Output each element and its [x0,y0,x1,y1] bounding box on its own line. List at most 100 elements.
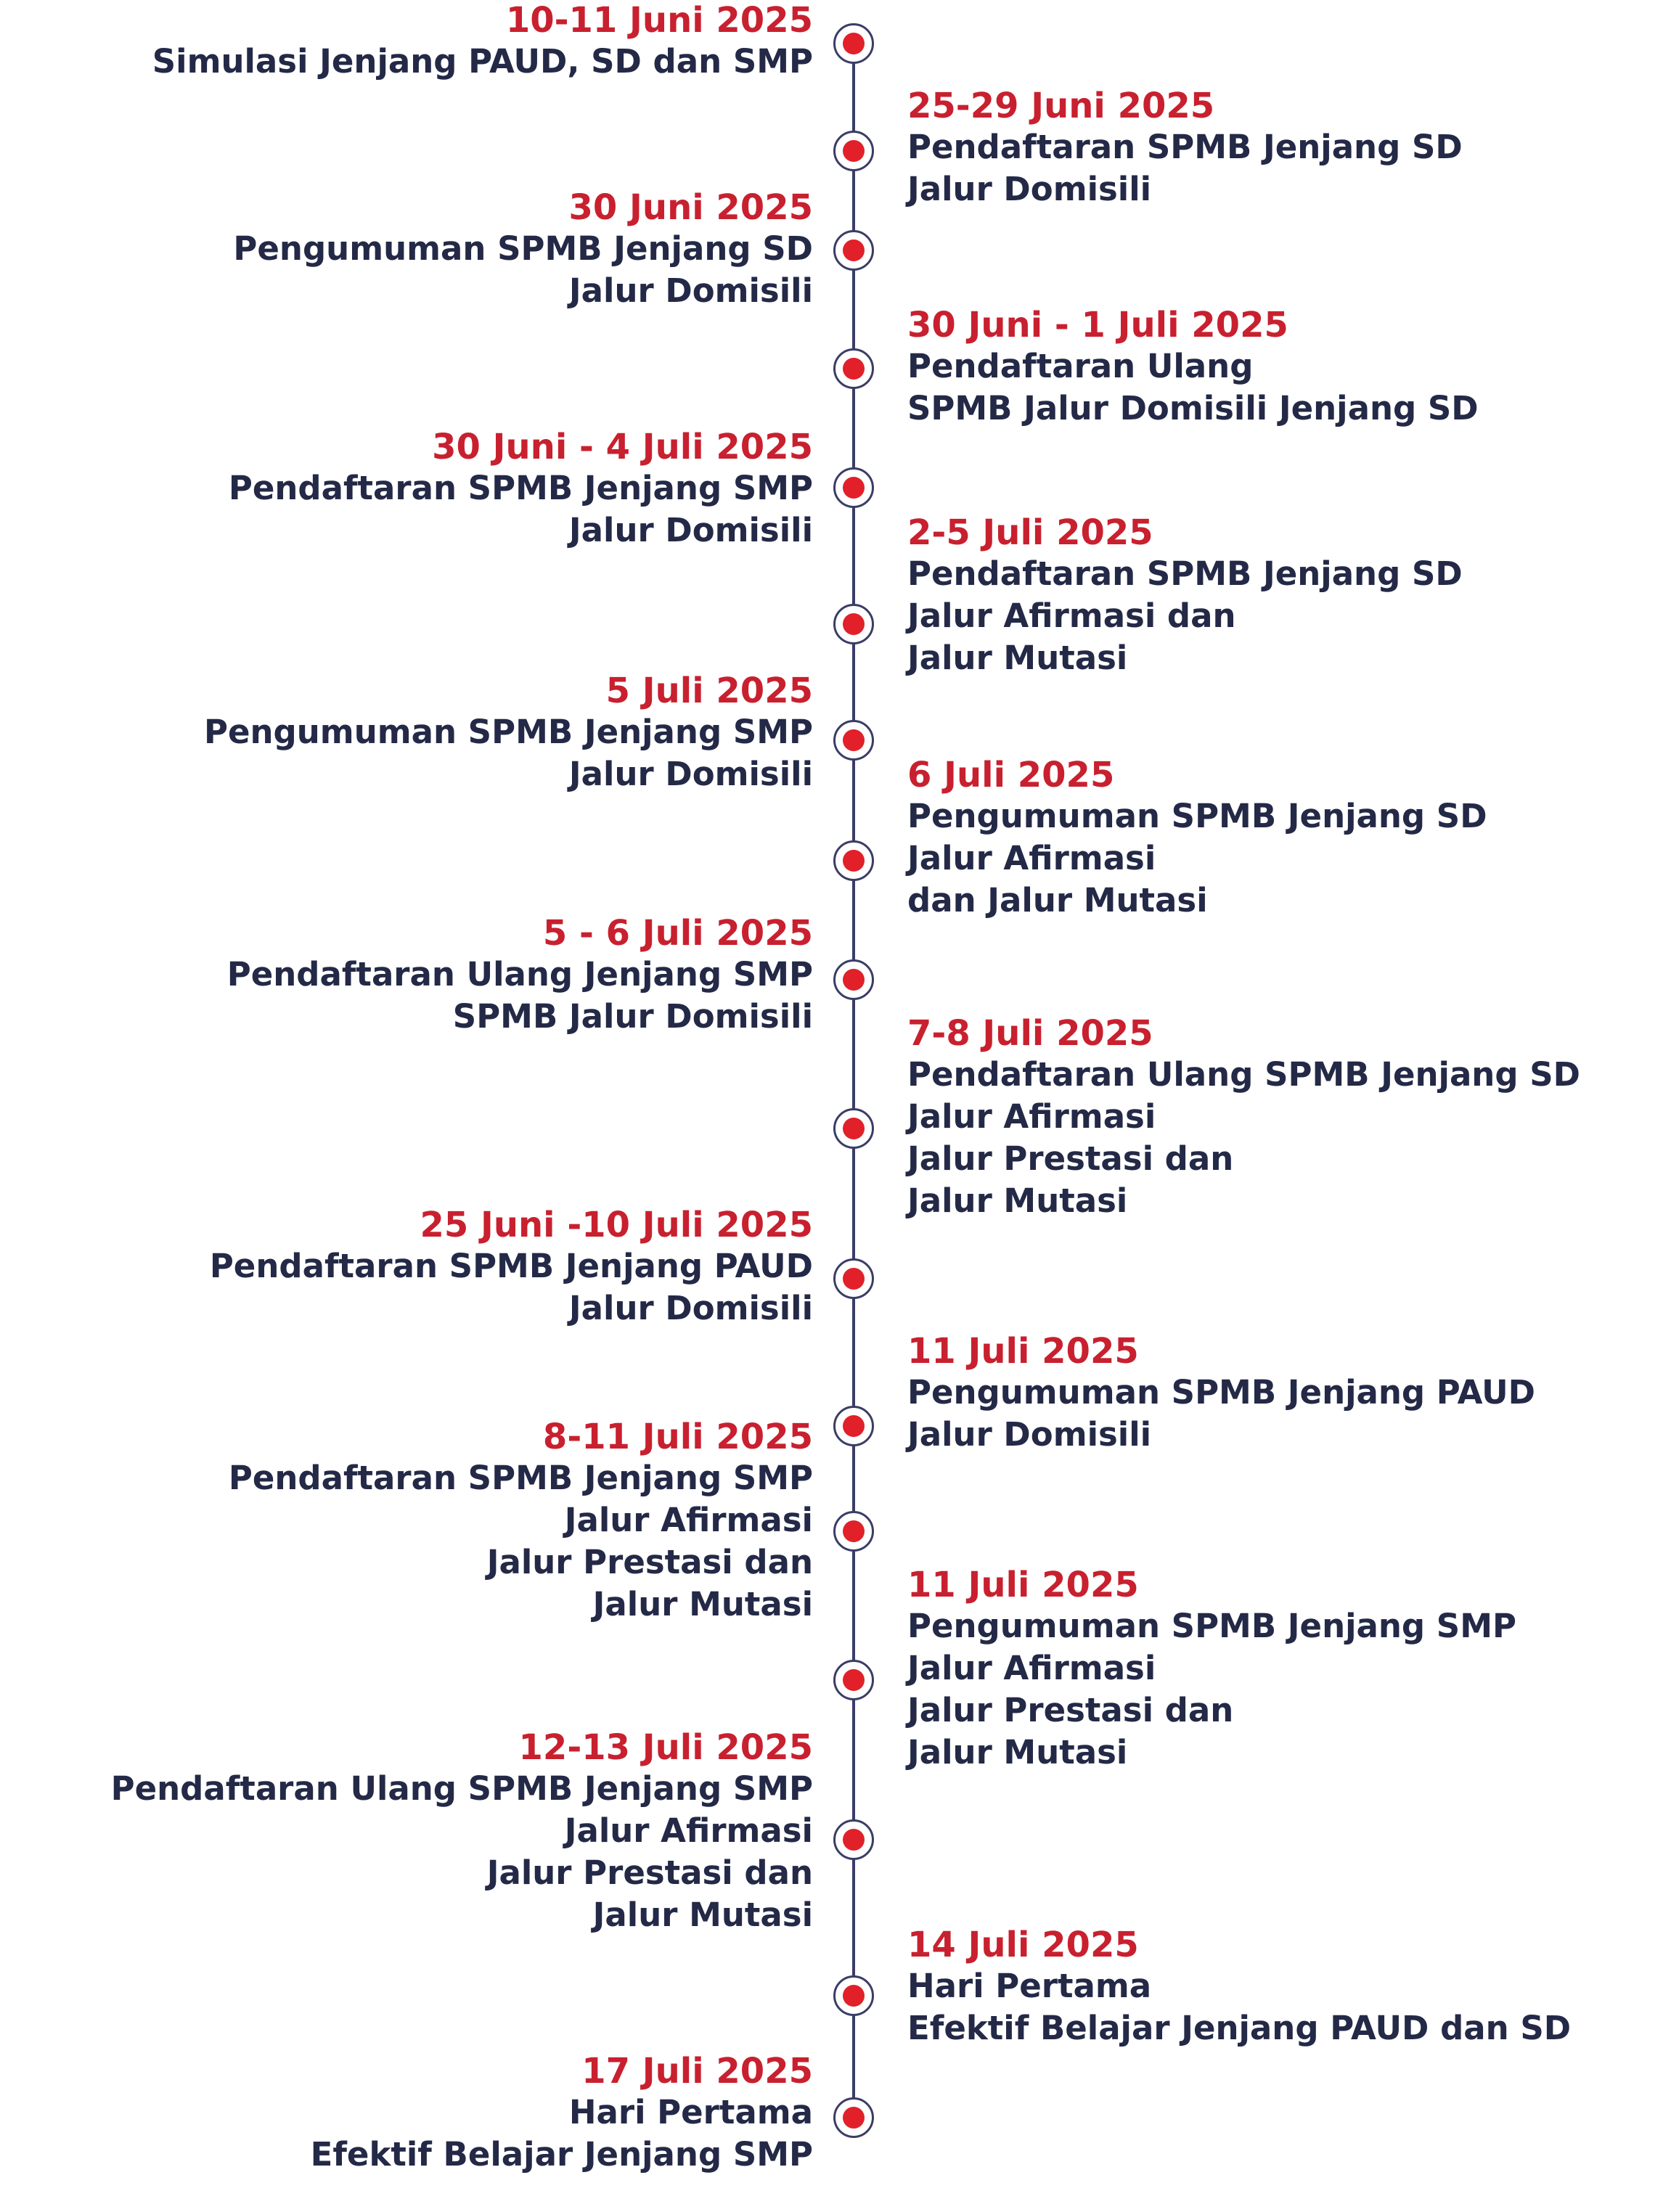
timeline-node [833,1975,874,2016]
event-description-line: Simulasi Jenjang PAUD, SD dan SMP [152,42,813,81]
event-description-line: SPMB Jalur Domisili Jenjang SD [907,389,1479,427]
event-description-line: Jalur Mutasi [907,639,1128,677]
event-description-line: Pendaftaran SPMB Jenjang PAUD [209,1247,813,1285]
timeline-node [833,1258,874,1299]
event-description-line: Pengumuman SPMB Jenjang SD [233,229,813,268]
event-date: 25-29 Juni 2025 [907,86,1215,126]
event-description-line: Jalur Domisili [568,1289,813,1327]
event-description-line: Pendaftaran Ulang SPMB Jenjang SMP [110,1769,813,1808]
event-date: 5 Juli 2025 [605,671,813,711]
event-description-line: Jalur Mutasi [592,1896,813,1934]
event-description-line: Pengumuman SPMB Jenjang SD [907,797,1487,835]
timeline-node [833,23,874,64]
event-date: 30 Juni - 4 Juli 2025 [432,427,813,467]
timeline-node [833,1511,874,1552]
event-description-line: Jalur Afirmasi [564,1501,813,1539]
timeline-node [833,348,874,389]
event-description-line: Pengumuman SPMB Jenjang SMP [204,713,813,751]
timeline-node-dot [843,729,865,751]
event-description-line: Jalur Afirmasi [564,1811,813,1850]
timeline-node-dot [843,140,865,162]
event-description-line: Jalur Afirmasi [907,1649,1156,1687]
event-description-line: Jalur Prestasi dan [907,1139,1234,1178]
event-date: 10-11 Juni 2025 [505,0,813,41]
event-description-line: Pendaftaran SPMB Jenjang SD [907,554,1463,593]
timeline-node-dot [843,1669,865,1691]
timeline-node-dot [843,1118,865,1139]
event-description-line: Pendaftaran SPMB Jenjang SD [907,128,1463,166]
timeline-node-dot [843,969,865,991]
timeline-node-dot [843,1829,865,1851]
event-description-line: Efektif Belajar Jenjang SMP [310,2135,813,2174]
event-description-line: Jalur Mutasi [907,1733,1128,1771]
event-description-line: dan Jalur Mutasi [907,881,1208,919]
timeline-node [833,720,874,761]
timeline-node-dot [843,613,865,635]
timeline-node [833,1406,874,1446]
event-date: 30 Juni 2025 [568,187,813,228]
timeline-node [833,840,874,881]
event-description-line: Jalur Domisili [568,755,813,793]
event-description-line: Jalur Domisili [568,511,813,549]
event-description-line: Jalur Domisili [907,170,1152,208]
event-description-line: Jalur Afirmasi [907,839,1156,877]
event-description-line: Pengumuman SPMB Jenjang SMP [907,1607,1516,1645]
event-description-line: SPMB Jalur Domisili [452,997,813,1036]
event-description-line: Jalur Prestasi dan [486,1543,813,1581]
timeline-node-dot [843,850,865,872]
event-date: 5 - 6 Juli 2025 [542,913,813,954]
timeline-node [833,604,874,644]
timeline-node-dot [843,477,865,499]
event-description-line: Pengumuman SPMB Jenjang PAUD [907,1373,1535,1412]
event-date: 7-8 Juli 2025 [907,1013,1153,1054]
event-description-line: Pendaftaran Ulang [907,347,1254,385]
timeline-node [833,230,874,271]
event-description-line: Efektif Belajar Jenjang PAUD dan SD [907,2009,1572,2047]
event-description-line: Jalur Mutasi [907,1181,1128,1220]
event-description-line: Jalur Prestasi dan [486,1853,813,1892]
event-date: 30 Juni - 1 Juli 2025 [907,305,1288,345]
event-description-line: Jalur Afirmasi [907,1097,1156,1136]
event-description-line: Pendaftaran Ulang SPMB Jenjang SD [907,1055,1580,1094]
event-description-line: Pendaftaran SPMB Jenjang SMP [228,469,813,507]
event-date: 17 Juli 2025 [581,2051,813,2092]
event-description-line: Pendaftaran Ulang Jenjang SMP [226,955,813,994]
timeline-node [833,131,874,171]
event-description-line: Jalur Domisili [907,1415,1152,1454]
timeline-node [833,2097,874,2138]
timeline-node [833,467,874,508]
timeline-node [833,1819,874,1860]
event-description-line: Hari Pertama [907,1967,1152,2005]
event-description-line: Jalur Prestasi dan [907,1691,1234,1729]
timeline-node [833,1108,874,1149]
event-description-line: Jalur Afirmasi dan [907,597,1236,635]
event-date: 25 Juni -10 Juli 2025 [420,1205,813,1245]
event-description-line: Hari Pertama [568,2093,813,2131]
timeline-node-dot [843,1520,865,1542]
event-description-line: Jalur Mutasi [592,1585,813,1623]
event-date: 11 Juli 2025 [907,1331,1139,1372]
event-date: 14 Juli 2025 [907,1925,1139,1965]
event-date: 8-11 Juli 2025 [542,1417,813,1457]
event-description-line: Jalur Domisili [568,271,813,310]
timeline-node-dot [843,1415,865,1437]
timeline-node-dot [843,239,865,261]
event-date: 2-5 Juli 2025 [907,512,1153,553]
timeline-node-dot [843,1985,865,2007]
